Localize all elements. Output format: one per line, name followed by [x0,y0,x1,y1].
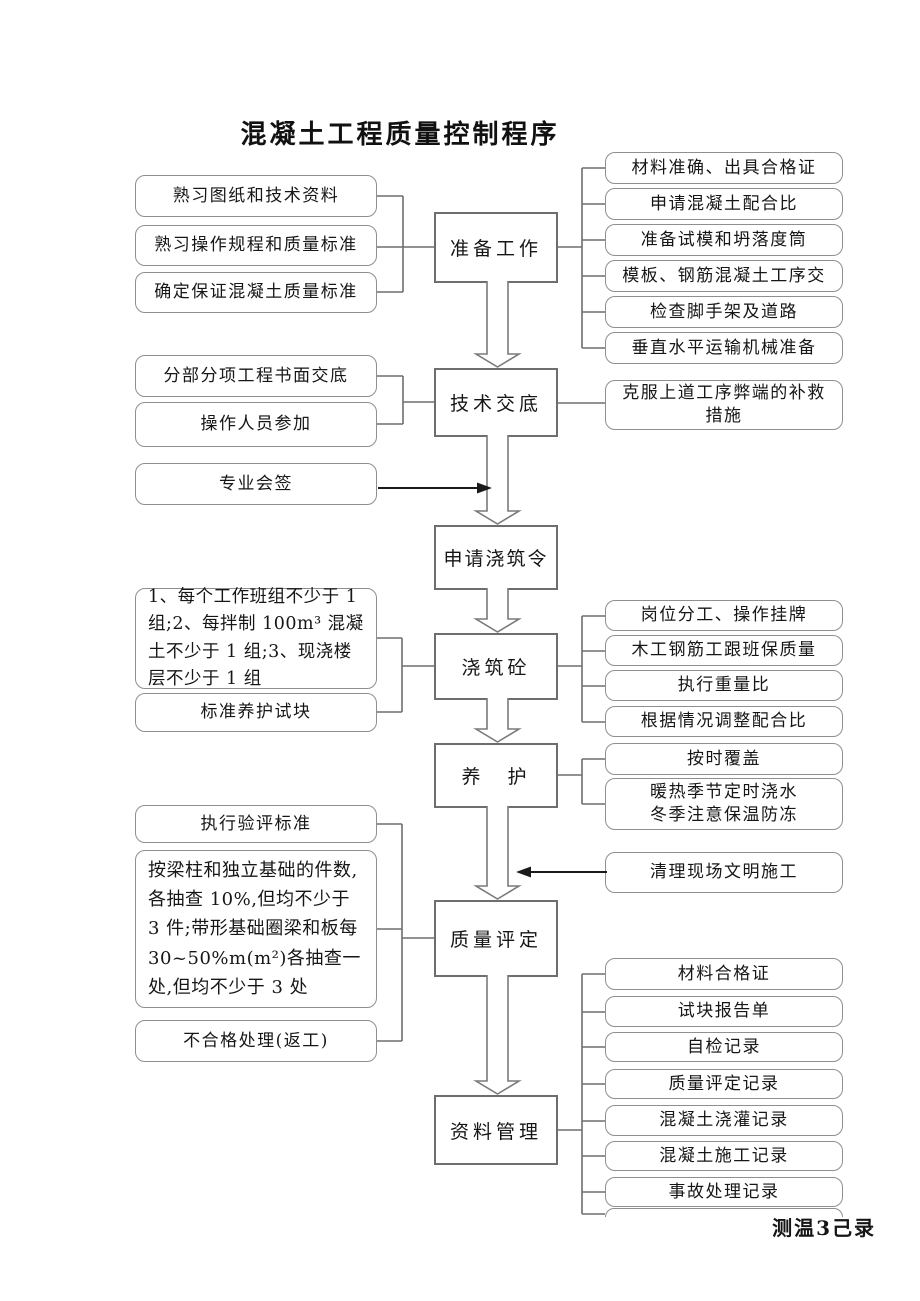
side-box-countersign: 专业会签 [135,463,377,505]
step-concrete-pouring: 浇筑砼 [434,633,558,700]
step-quality-assessment: 质量评定 [434,900,558,977]
side-box-quality-record: 质量评定记录 [605,1069,843,1099]
side-box-procedures: 熟习操作规程和质量标准 [135,225,377,266]
side-box-remedial-measures: 克服上道工序弊端的补救 措施 [605,380,843,430]
bracket-right-3 [558,758,605,805]
side-box-season-watering: 暖热季节定时浇水 冬季注意保温防冻 [605,778,843,830]
step-technical-disclosure: 技术交底 [434,368,558,437]
side-box-slump-cone: 准备试模和坍落度筒 [605,224,843,256]
side-box-evaluation-standard: 执行验评标准 [135,805,377,843]
side-box-carpenter-rebar: 木工钢筋工跟班保质量 [605,635,843,666]
side-box-formwork-handover: 模板、钢筋混凝土工序交 [605,260,843,292]
side-box-site-cleanup: 清理现场文明施工 [605,852,843,893]
down-arrow-3 [473,588,522,633]
arrow-site-cleanup [516,866,607,878]
down-arrow-2 [473,435,522,525]
bracket-right-2 [558,615,605,723]
side-box-material-cert: 材料准确、出具合格证 [605,152,843,184]
side-box-post-assignment: 岗位分工、操作挂牌 [605,600,843,631]
bracket-right-4 [558,973,605,1215]
side-box-rework: 不合格处理(返工) [135,1020,377,1062]
side-box-scaffold-check: 检查脚手架及道路 [605,296,843,328]
bracket-right-1 [558,167,605,349]
bracket-left-3 [377,637,434,713]
bracket-left-2 [377,375,434,425]
side-box-inspection-rules: 按梁柱和独立基础的件数,各抽查 10%,但均不少于 3 件;带形基础圈梁和板每 … [135,850,377,1008]
down-arrow-6 [473,975,522,1095]
side-box-drawings: 熟习图纸和技术资料 [135,175,377,217]
side-box-transport-machinery: 垂直水平运输机械准备 [605,332,843,364]
side-box-construction-record: 混凝土施工记录 [605,1141,843,1171]
diagram-title: 混凝土工程质量控制程序 [240,120,560,150]
down-arrow-1 [473,281,522,368]
side-box-mix-ratio: 申请混凝土配合比 [605,188,843,220]
side-box-weight-ratio: 执行重量比 [605,670,843,701]
step-pouring-permit: 申请浇筑令 [434,525,558,590]
side-box-quality-standard: 确定保证混凝土质量标准 [135,272,377,313]
bracket-left-4 [377,823,434,1042]
bottom-caption: 测温3己录 [772,1216,876,1240]
side-box-material-cert-record: 材料合格证 [605,958,843,990]
side-box-sampling-rules: 1、每个工作班组不少于 1 组;2、每拌制 100m³ 混凝土不少于 1 组;3… [135,587,377,689]
down-arrow-4 [473,698,522,743]
side-box-curing-specimens: 标准养护试块 [135,693,377,732]
step-preparation: 准备工作 [434,212,558,283]
arrow-countersign [378,482,492,494]
side-box-self-inspection: 自检记录 [605,1032,843,1062]
side-box-pouring-record: 混凝土浇灌记录 [605,1105,843,1136]
step-document-management: 资料管理 [434,1095,558,1165]
side-box-written-disclosure: 分部分项工程书面交底 [135,355,377,397]
step-curing: 养 护 [434,743,558,808]
bracket-left-1 [377,195,434,293]
down-arrow-5 [473,806,522,900]
side-box-accident-record: 事故处理记录 [605,1177,843,1207]
side-box-specimen-report: 试块报告单 [605,996,843,1027]
side-box-cover-on-time: 按时覆盖 [605,743,843,775]
side-box-adjust-mix: 根据情况调整配合比 [605,706,843,737]
side-box-operators: 操作人员参加 [135,402,377,447]
